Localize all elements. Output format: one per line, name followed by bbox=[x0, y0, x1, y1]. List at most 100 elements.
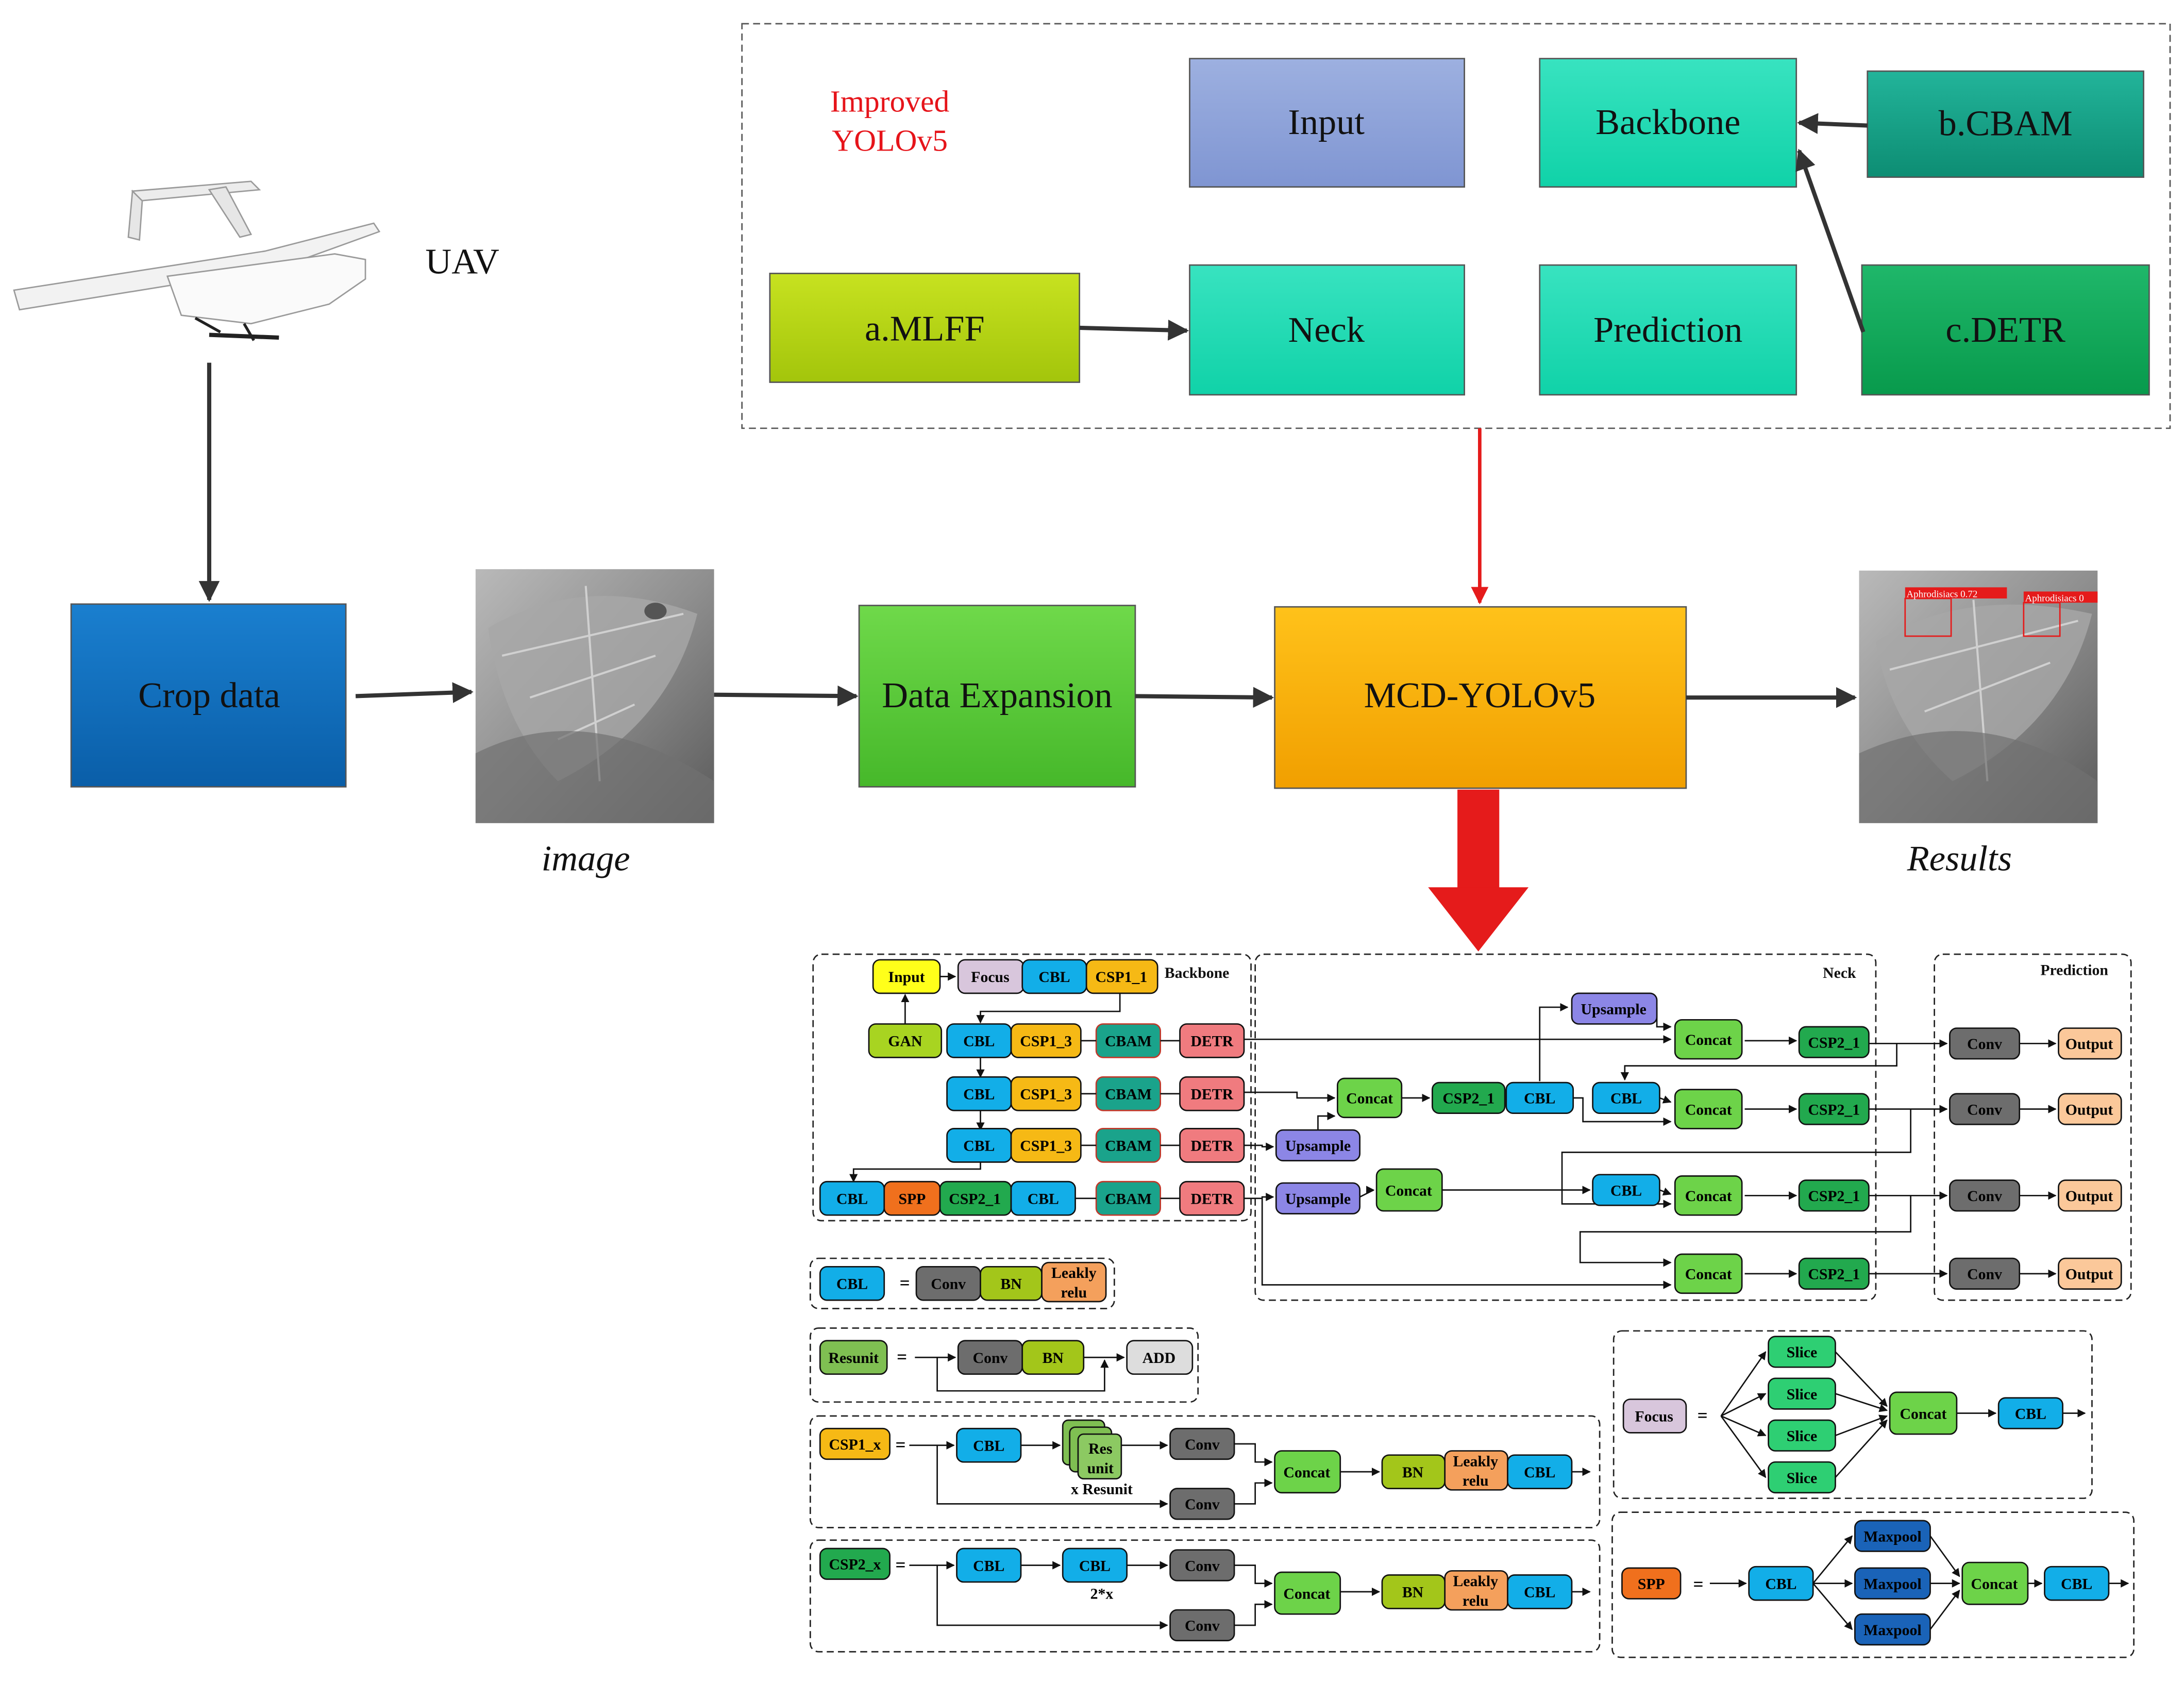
svg-text:Concat: Concat bbox=[1385, 1182, 1432, 1199]
arch-csp1-3: CSP1_3 bbox=[1010, 1128, 1082, 1163]
svg-text:Conv: Conv bbox=[973, 1350, 1008, 1367]
arch-csp2-1: CSP2_1 bbox=[1798, 1026, 1870, 1058]
svg-text:relu: relu bbox=[1061, 1284, 1087, 1301]
architecture-connectors bbox=[849, 972, 2057, 1289]
svg-text:CBL: CBL bbox=[1028, 1191, 1059, 1208]
legend-equals: = bbox=[895, 1435, 905, 1455]
legend-cbl: CBL bbox=[1997, 1397, 2063, 1429]
arch-cbam: CBAM bbox=[1095, 1023, 1161, 1058]
svg-text:CSP1_1: CSP1_1 bbox=[1095, 969, 1147, 986]
legend-concat: Concat bbox=[1889, 1391, 1958, 1435]
arch-cbl: CBL bbox=[946, 1076, 1012, 1111]
results-image: Aphrodisiacs 0.72 Aphrodisiacs 0 bbox=[1859, 570, 2098, 823]
legend-conv: Conv bbox=[1169, 1427, 1235, 1460]
svg-text:Leakly: Leakly bbox=[1453, 1453, 1498, 1470]
legend-spp: SPP bbox=[1621, 1567, 1682, 1600]
svg-text:Slice: Slice bbox=[1787, 1344, 1818, 1361]
svg-text:CBL: CBL bbox=[1610, 1182, 1642, 1199]
mcd-yolov5-block: MCD-YOLOv5 bbox=[1274, 606, 1687, 789]
legend-cbl: CBL bbox=[1748, 1566, 1814, 1601]
data-expansion-block: Data Expansion bbox=[858, 605, 1136, 788]
svg-text:DETR: DETR bbox=[1190, 1033, 1233, 1050]
legend-slice: Slice bbox=[1768, 1336, 1836, 1368]
arch-cbl: CBL bbox=[1592, 1081, 1660, 1114]
arrow-crop-to-image bbox=[355, 682, 474, 703]
arch-cbl: CBL bbox=[1021, 959, 1087, 994]
svg-text:CSP1_x: CSP1_x bbox=[829, 1436, 881, 1453]
svg-text:b.CBAM: b.CBAM bbox=[1939, 104, 2073, 144]
legend-maxpool: Maxpool bbox=[1854, 1613, 1931, 1646]
crop-data-block: Crop data bbox=[70, 603, 347, 788]
legend-add: ADD bbox=[1126, 1340, 1194, 1375]
uav-drone-image bbox=[13, 180, 381, 341]
arch-concat: Concat bbox=[1674, 1253, 1743, 1294]
svg-text:CBL: CBL bbox=[973, 1438, 1004, 1455]
svg-text:CSP2_1: CSP2_1 bbox=[1808, 1101, 1860, 1118]
svg-text:Focus: Focus bbox=[1635, 1408, 1673, 1425]
arch-csp1-1: CSP1_1 bbox=[1085, 959, 1158, 994]
legend-conv: Conv bbox=[957, 1340, 1023, 1375]
svg-text:a.MLFF: a.MLFF bbox=[865, 308, 985, 348]
svg-text:relu: relu bbox=[1463, 1592, 1489, 1609]
svg-text:Conv: Conv bbox=[1185, 1496, 1220, 1513]
svg-text:CBL: CBL bbox=[1038, 969, 1070, 986]
svg-text:Concat: Concat bbox=[1685, 1188, 1732, 1205]
svg-text:CBL: CBL bbox=[836, 1191, 868, 1208]
legend-leaky-relu: Leakly relu bbox=[1041, 1261, 1107, 1303]
arch-csp2-1: CSP2_1 bbox=[1798, 1257, 1870, 1290]
svg-text:Input: Input bbox=[888, 969, 925, 986]
cbam-block: b.CBAM bbox=[1867, 70, 2144, 178]
svg-text:CBL: CBL bbox=[963, 1138, 995, 1155]
svg-text:BN: BN bbox=[1402, 1464, 1424, 1481]
legend-cbl: CBL bbox=[956, 1547, 1022, 1583]
legend-resunit-connectors bbox=[915, 1353, 1125, 1392]
arch-cbl: CBL bbox=[1592, 1174, 1660, 1206]
legend-focus-connectors bbox=[1720, 1351, 2086, 1478]
legend-csp2-x: CSP2_x bbox=[819, 1547, 891, 1580]
svg-text:Focus: Focus bbox=[971, 969, 1009, 986]
svg-text:c.DETR: c.DETR bbox=[1945, 310, 2065, 350]
svg-text:DETR: DETR bbox=[1190, 1086, 1233, 1103]
svg-text:Conv: Conv bbox=[1967, 1266, 2002, 1283]
svg-text:Maxpool: Maxpool bbox=[1863, 1528, 1921, 1545]
svg-text:Conv: Conv bbox=[1185, 1618, 1220, 1635]
legend-cbl: CBL bbox=[1507, 1454, 1573, 1489]
arch-cbl: CBL bbox=[1010, 1180, 1076, 1216]
svg-text:Upsample: Upsample bbox=[1581, 1001, 1647, 1018]
arch-csp2-1: CSP2_1 bbox=[1798, 1093, 1870, 1125]
svg-text:CBAM: CBAM bbox=[1105, 1033, 1152, 1050]
legend-equals: = bbox=[1693, 1574, 1703, 1594]
legend-csp1-x: CSP1_x bbox=[819, 1427, 891, 1460]
big-red-arrow bbox=[1428, 789, 1529, 952]
svg-text:GAN: GAN bbox=[888, 1033, 922, 1050]
arch-csp2-1: CSP2_1 bbox=[939, 1180, 1012, 1216]
svg-text:CBL: CBL bbox=[1524, 1090, 1555, 1107]
svg-text:CSP2_1: CSP2_1 bbox=[1808, 1034, 1860, 1051]
svg-text:Leakly: Leakly bbox=[1051, 1264, 1097, 1281]
svg-text:Upsample: Upsample bbox=[1285, 1138, 1351, 1155]
svg-text:CSP2_1: CSP2_1 bbox=[1808, 1188, 1860, 1205]
improved-title-line1: Improved bbox=[830, 85, 950, 119]
arch-conv: Conv bbox=[1949, 1093, 2021, 1125]
arch-upsample: Upsample bbox=[1275, 1129, 1360, 1161]
legend-bn: BN bbox=[1381, 1574, 1446, 1609]
neck-block: Neck bbox=[1189, 264, 1465, 396]
arch-detr: DETR bbox=[1179, 1023, 1245, 1058]
svg-text:Resunit: Resunit bbox=[828, 1350, 879, 1367]
legend-csp1-connectors bbox=[909, 1441, 1591, 1508]
svg-text:Conv: Conv bbox=[1967, 1101, 2002, 1118]
svg-text:unit: unit bbox=[1087, 1460, 1114, 1477]
arch-conv: Conv bbox=[1949, 1027, 2021, 1060]
image-caption: image bbox=[542, 839, 630, 879]
svg-text:Conv: Conv bbox=[1185, 1557, 1220, 1574]
svg-text:Output: Output bbox=[2065, 1036, 2113, 1053]
arch-output: Output bbox=[2058, 1093, 2122, 1125]
arch-upsample: Upsample bbox=[1275, 1182, 1360, 1214]
detection-label-2: Aphrodisiacs 0 bbox=[2025, 593, 2084, 604]
arch-concat: Concat bbox=[1674, 1089, 1743, 1129]
legend-resunit: Resunit bbox=[819, 1340, 888, 1375]
svg-text:Concat: Concat bbox=[1685, 1101, 1732, 1118]
arch-detr: DETR bbox=[1179, 1076, 1245, 1111]
svg-text:CBL: CBL bbox=[2015, 1405, 2046, 1422]
